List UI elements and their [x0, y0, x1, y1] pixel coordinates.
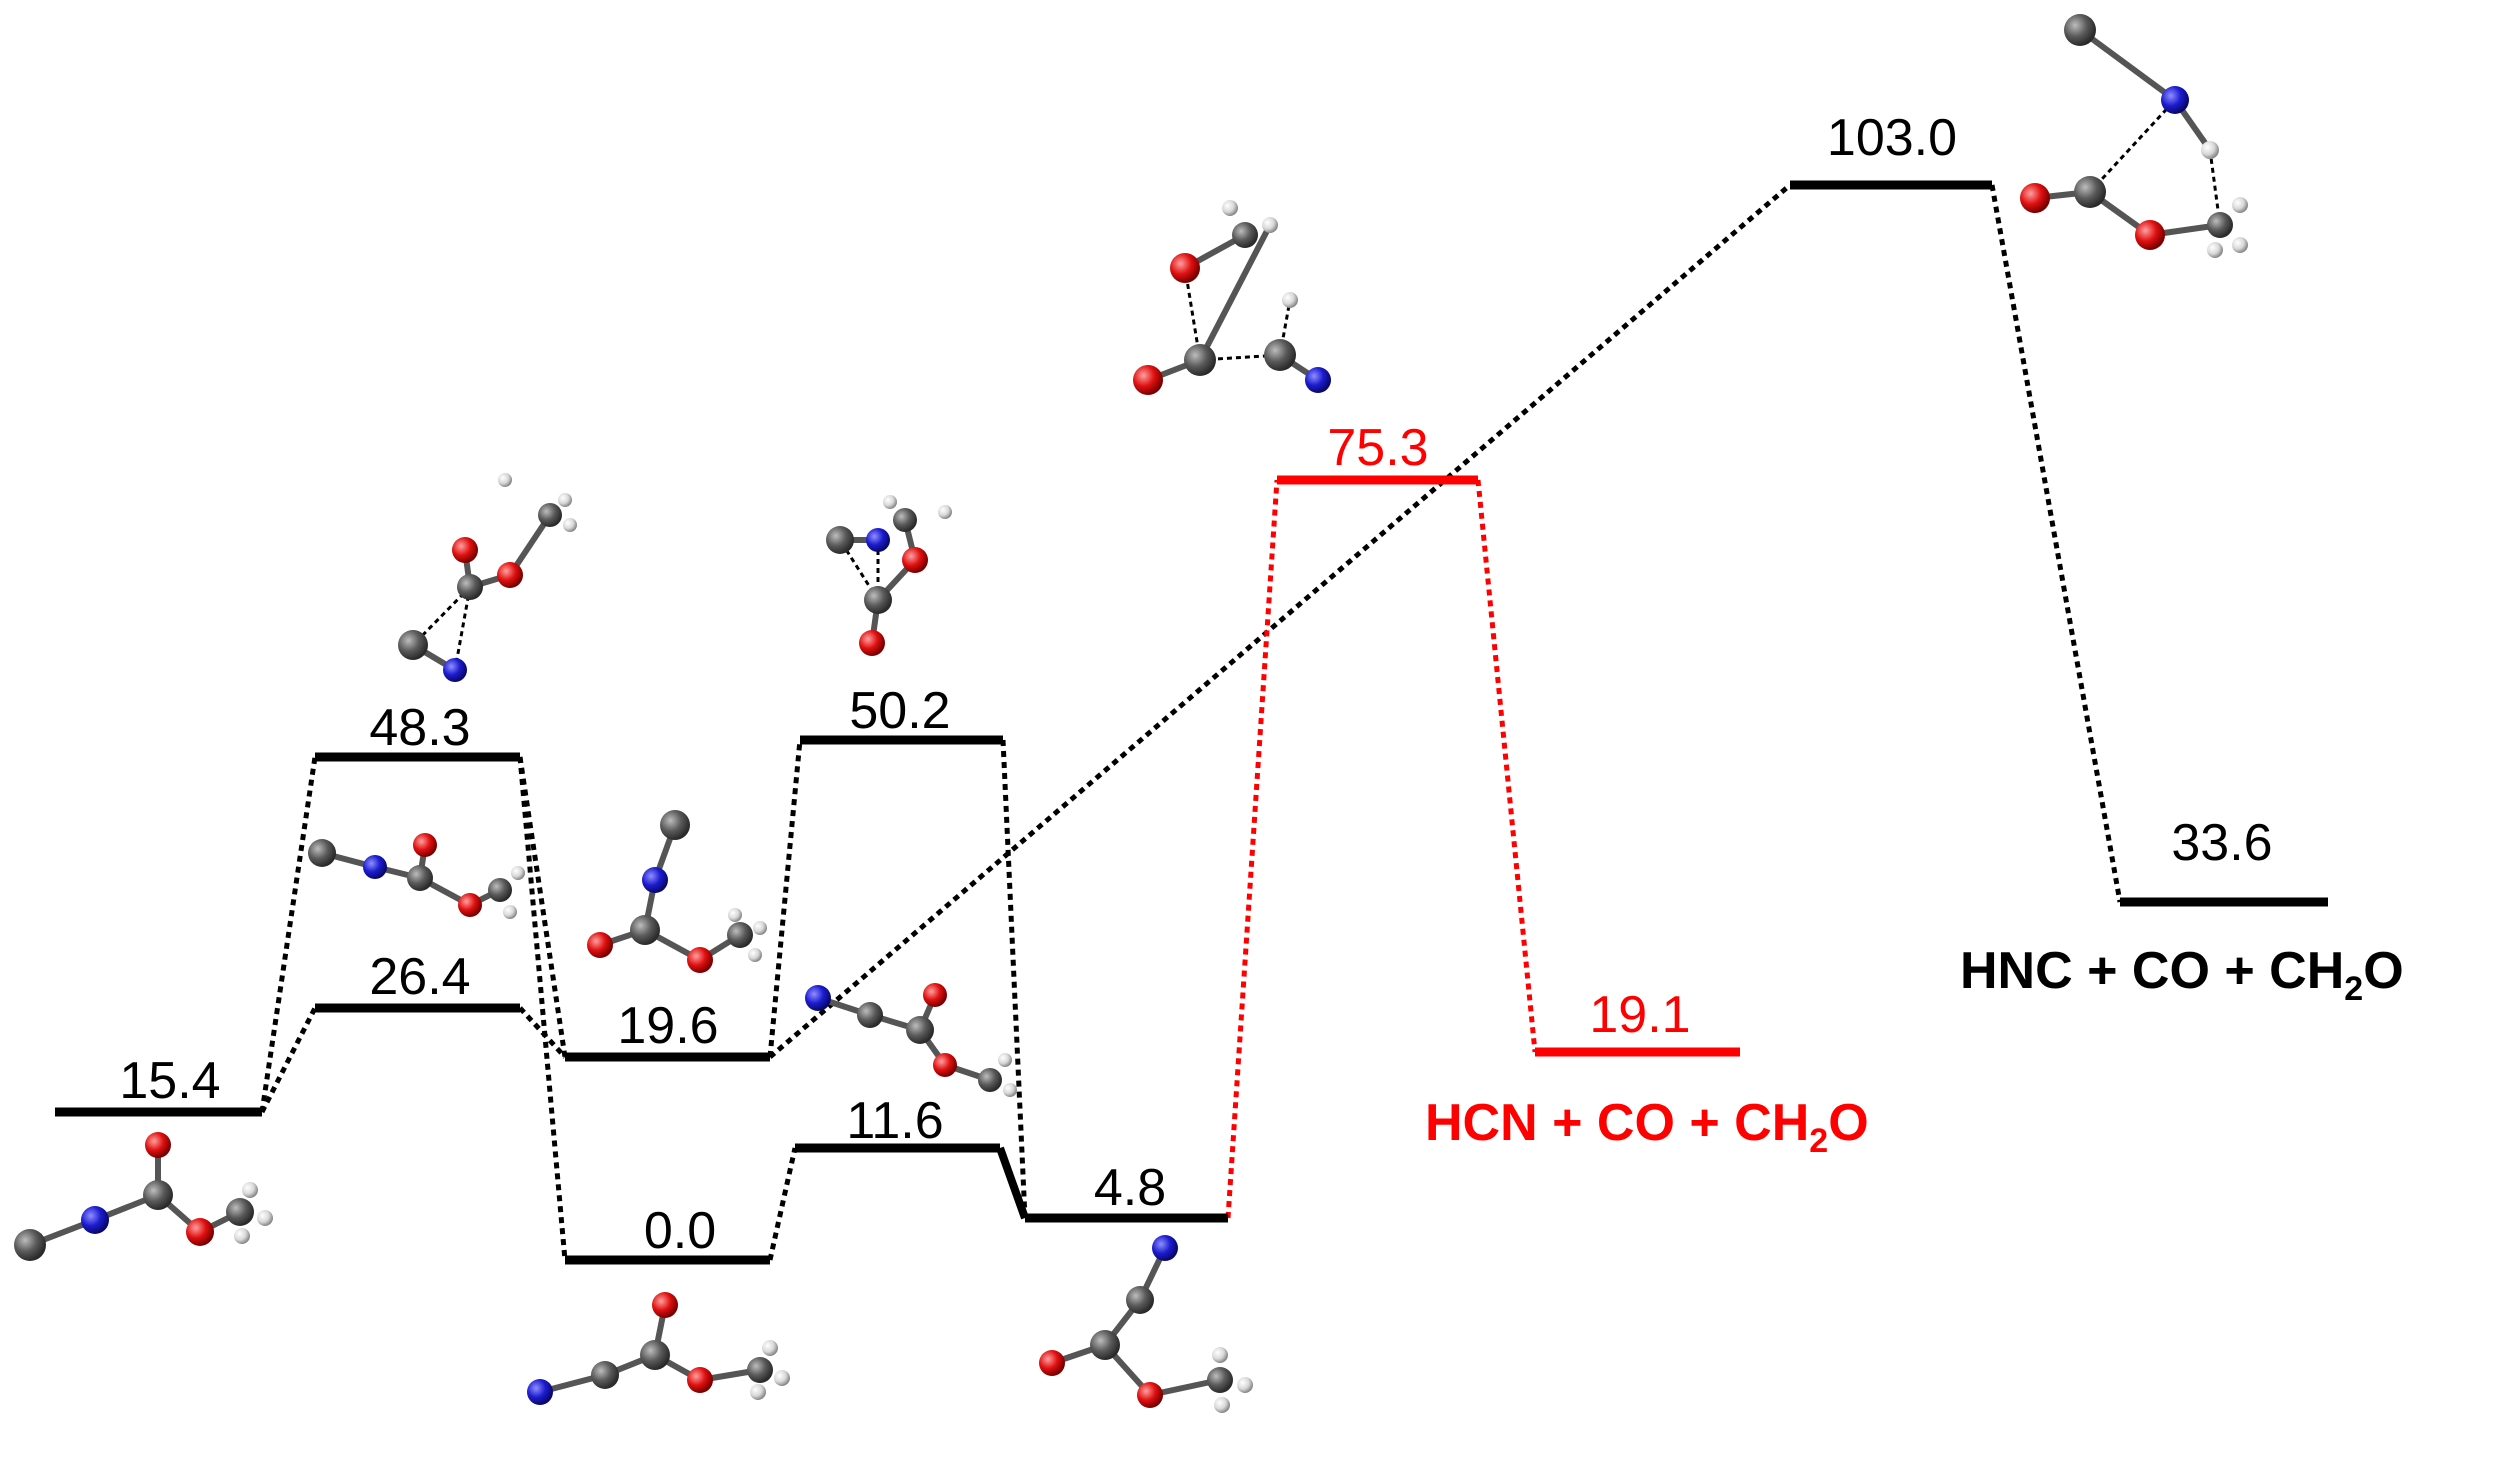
- connector: [517, 756, 568, 1261]
- product-label-hnc: HNC + CO + CH2O: [1960, 942, 2404, 1008]
- energy-value: 26.4: [369, 948, 470, 1006]
- energy-value: 103.0: [1827, 109, 1957, 167]
- connector: [1475, 479, 1538, 1053]
- connector: [767, 1147, 798, 1261]
- molecule-model: [1039, 1235, 1253, 1413]
- connector: [767, 739, 803, 1058]
- connector: [1989, 184, 2123, 903]
- energy-value: 33.6: [2171, 814, 2272, 872]
- connector: [768, 183, 1792, 1059]
- molecule-model: [805, 983, 1017, 1097]
- molecule-model: [14, 1132, 273, 1261]
- energy-value: 75.3: [1327, 419, 1428, 477]
- energy-value: 4.8: [1094, 1159, 1166, 1217]
- energy-value: 19.1: [1589, 986, 1690, 1044]
- molecule-model: [1133, 200, 1331, 395]
- molecule-model: [826, 495, 952, 656]
- energy-value: 11.6: [846, 1092, 943, 1150]
- connector: [996, 1146, 1029, 1220]
- levels: [55, 180, 2328, 1265]
- connector: [1000, 739, 1028, 1219]
- connectors: [259, 183, 2123, 1261]
- connector: [518, 1006, 567, 1059]
- connector: [1225, 479, 1280, 1219]
- energy-value: 50.2: [849, 682, 950, 740]
- molecule-model: [527, 1292, 790, 1405]
- molecule-model: [2020, 14, 2248, 258]
- energy-value: 19.6: [617, 997, 718, 1055]
- energy-value: 48.3: [369, 699, 470, 757]
- product-label-hcn: HCN + CO + CH2O: [1425, 1094, 1869, 1160]
- connector: [259, 1006, 318, 1114]
- molecule-model: [587, 810, 767, 973]
- connector: [259, 756, 318, 1113]
- energy-value: 0.0: [644, 1202, 716, 1260]
- hcn-connectors: [1225, 479, 1538, 1219]
- molecule-model: [308, 833, 525, 919]
- energy-value: 15.4: [119, 1052, 220, 1110]
- molecule-model: [398, 473, 577, 682]
